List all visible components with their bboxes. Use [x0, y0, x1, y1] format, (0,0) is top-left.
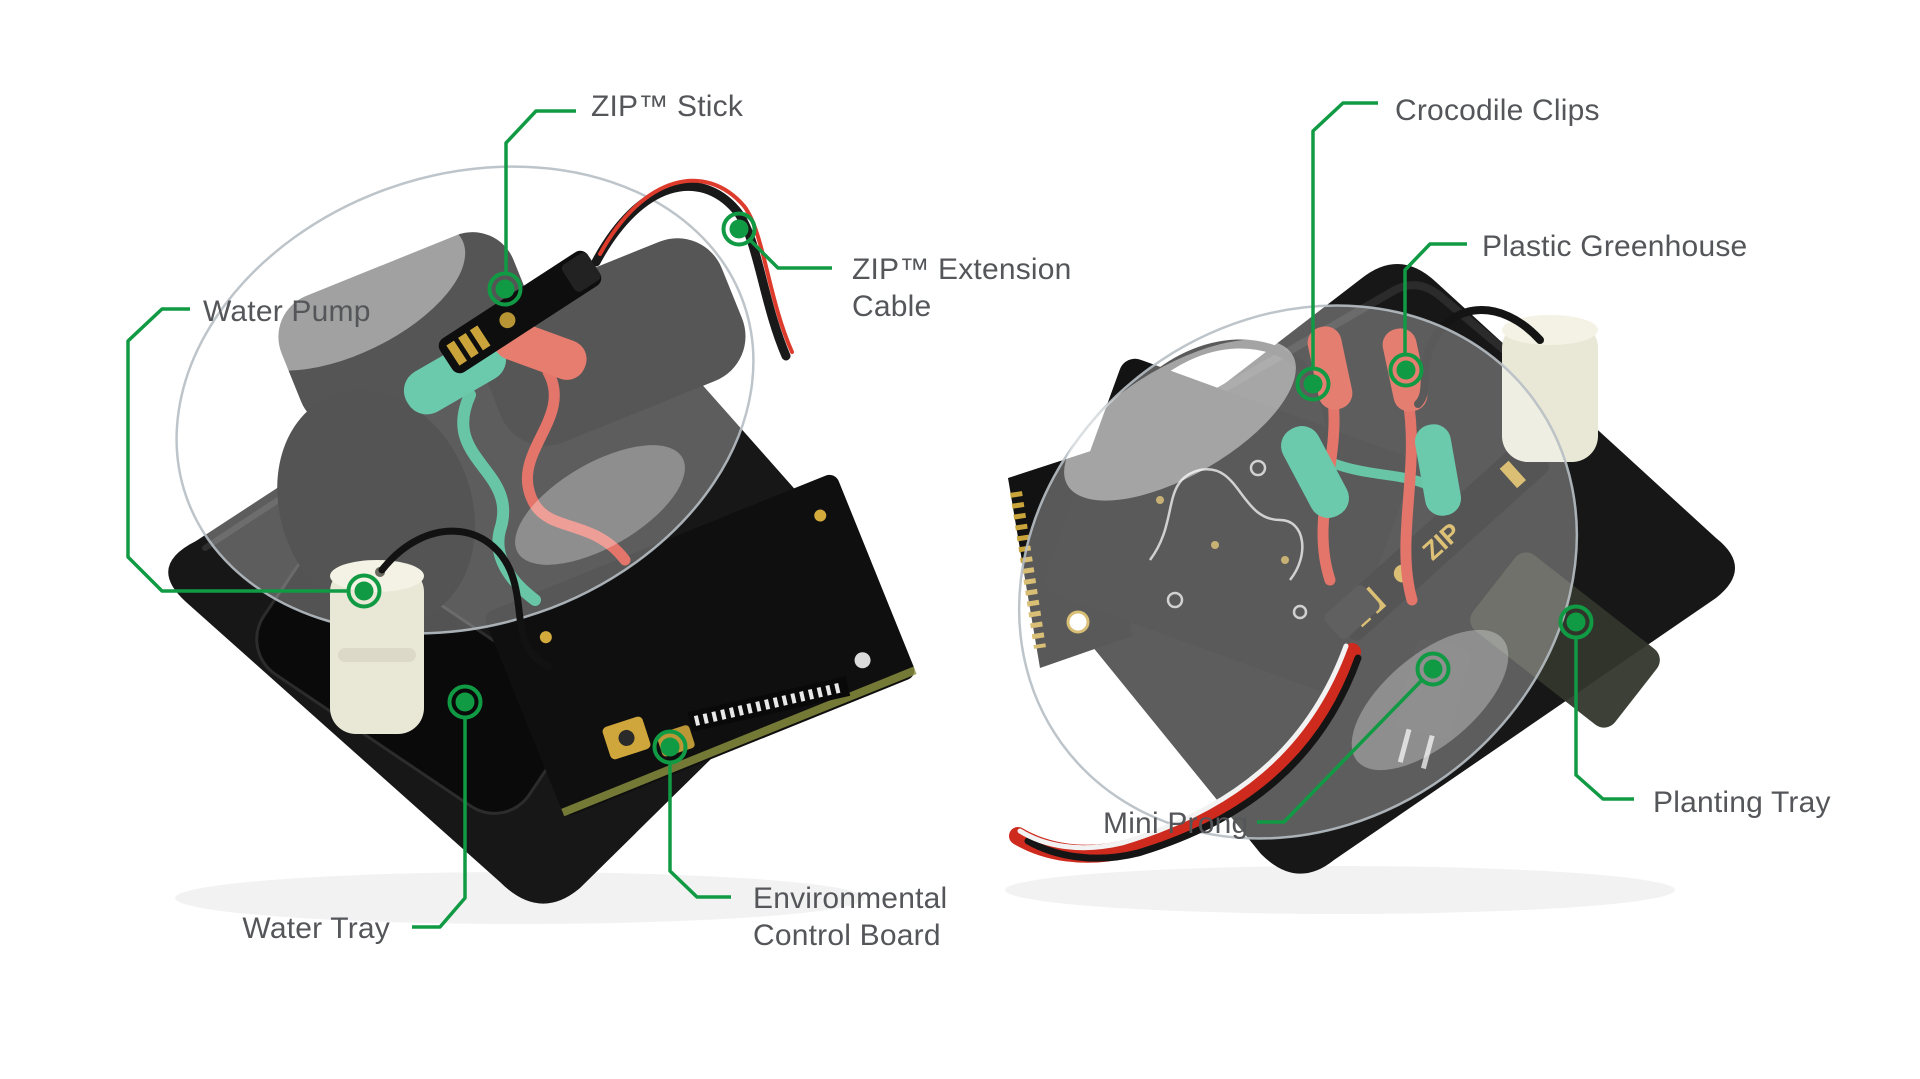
callout-ring-zip-stick: [487, 271, 523, 307]
right-croc-clip-green-body-1: [1281, 426, 1349, 518]
right-shadow: [1005, 866, 1675, 914]
right-croc-wire-red-2: [1400, 394, 1418, 606]
right-croc-clip-green-body-2: [1414, 424, 1462, 516]
zip-stick-board: [438, 250, 602, 374]
zip-extension-cable-black: [591, 182, 791, 361]
right-pump-cable: [1414, 306, 1544, 408]
callout-line-zip-extension-cable: [749, 239, 832, 270]
callout-line-plastic-greenhouse: [1403, 242, 1467, 353]
callout-dot-zip-stick: [495, 279, 515, 299]
callout-dot-water-tray: [455, 692, 475, 712]
callout-dot-water-pump: [354, 581, 374, 601]
left-assembly-photo: [168, 165, 917, 924]
water-pump-cylinder: [330, 560, 424, 734]
zip-strip-connector: [1324, 585, 1380, 639]
callout-dot-plastic-greenhouse: [1396, 360, 1416, 380]
ribbon-cable-white: [1017, 643, 1349, 851]
callout-line-zip-stick: [504, 109, 576, 272]
callout-ring-environmental-control-board: [652, 729, 688, 765]
callout-line-water-tray: [412, 719, 467, 929]
callout-dot-planting-tray: [1566, 612, 1586, 632]
callout-dot-environmental-control-board: [660, 737, 680, 757]
zip-extension-cable-red: [598, 178, 794, 354]
callout-ring-water-pump: [346, 573, 382, 609]
callout-dot-crocodile-clips: [1303, 374, 1323, 394]
right-assembly-photo: ZIP: [1005, 263, 1735, 914]
pcb-doodles: [1148, 459, 1308, 620]
callout-ring-mini-prong: [1415, 651, 1451, 687]
environmental-control-board-pcb: [485, 474, 917, 817]
callout-dot-zip-extension-cable: [729, 219, 749, 239]
callout-line-planting-tray: [1574, 639, 1634, 801]
left-shadow: [175, 872, 865, 924]
planting-tray-surface: [1470, 552, 1660, 728]
callout-line-crocodile-clips: [1311, 101, 1378, 367]
callout-line-mini-prong: [1257, 679, 1423, 824]
callout-ring-planting-tray: [1558, 604, 1594, 640]
left-croc-wire-red: [522, 366, 631, 566]
left-greenhouse-dome: [175, 165, 755, 635]
water-pump-cable: [378, 527, 552, 670]
right-greenhouse-dome: [1017, 304, 1579, 840]
microbit-edge-connector: [687, 676, 851, 732]
callout-ring-water-tray: [447, 684, 483, 720]
callout-ring-crocodile-clips: [1295, 366, 1331, 402]
mini-prong-sensor: [1396, 638, 1471, 770]
callout-line-water-pump: [126, 307, 347, 593]
callout-ring-plastic-greenhouse: [1388, 352, 1424, 388]
callout-ring-zip-extension-cable: [721, 211, 757, 247]
callout-dot-mini-prong: [1423, 659, 1443, 679]
ribbon-cable-black: [1024, 654, 1362, 862]
callout-line-environmental-control-board: [668, 764, 731, 899]
right-tray-rim-highlight: [1186, 281, 1544, 412]
